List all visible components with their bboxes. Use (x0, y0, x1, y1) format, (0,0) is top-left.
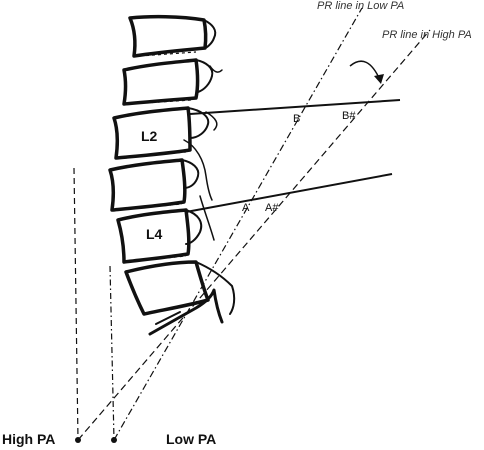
high-pa-point (75, 437, 81, 443)
high-pa-vertical-line (73, 167, 79, 441)
point-a-hash-label: A# (265, 202, 279, 214)
pr-line-high-pa-label: PR line in High PA (382, 29, 472, 41)
pedicle-l3 (183, 139, 213, 201)
sacrum-lower (155, 311, 181, 325)
vertebra-l1 (122, 58, 200, 106)
disc-lines (115, 51, 197, 263)
posterior-element-top (203, 19, 217, 49)
posterior-element-l3 (181, 159, 200, 189)
vertebra-l5 (124, 260, 210, 316)
point-b-hash-label: B# (342, 110, 356, 122)
l4-endplate-line (185, 173, 393, 213)
vertebra-l2 (112, 106, 192, 160)
sacrum (148, 288, 224, 336)
point-b-label: B (293, 113, 300, 125)
vertebra-l4 (116, 208, 191, 264)
high-pa-label: High PA (2, 431, 55, 447)
l2-endplate-line (189, 99, 401, 115)
vertebra-l3 (108, 158, 187, 212)
posterior-element-l4 (185, 209, 203, 245)
low-pa-point (111, 437, 117, 443)
rotation-arrow-head (374, 74, 384, 84)
pr-line-low-pa (113, 7, 363, 441)
low-pa-vertical-line (109, 265, 115, 441)
low-pa-label: Low PA (166, 431, 216, 447)
pr-line-low-pa-label: PR line in Low PA (317, 0, 404, 12)
l4-label: L4 (146, 226, 163, 242)
vertebra-top (128, 14, 208, 58)
posterior-element-l5 (195, 261, 236, 315)
posterior-element-l1 (195, 59, 214, 93)
facet-l1 (209, 65, 223, 73)
pr-line-high-pa (77, 29, 431, 441)
pedicle-l4 (199, 195, 215, 241)
l2-label: L2 (141, 128, 158, 144)
posterior-element-l2 (187, 107, 210, 139)
lumbar-spine-drawing (108, 14, 236, 336)
point-a-label: A (242, 202, 250, 214)
